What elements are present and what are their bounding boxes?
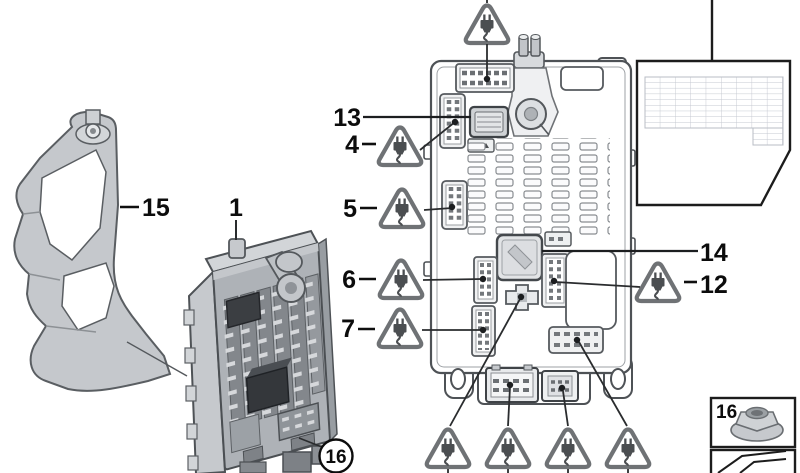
junction-box-fuse-columns — [222, 273, 326, 428]
callout-label-7[interactable]: 7 — [341, 315, 355, 343]
bracket-lower-opening — [61, 262, 115, 331]
bracket-to-box-leader — [126, 341, 188, 377]
bracket-part[interactable] — [13, 109, 172, 392]
callout-label-6[interactable]: 6 — [342, 266, 356, 294]
bracket-edge-lines — [22, 211, 97, 333]
fusebox-top-right-slot — [560, 66, 604, 91]
warning-plug-icon-7 — [379, 310, 421, 348]
callout-7-dot — [479, 326, 487, 334]
junction-box-hook — [264, 250, 306, 303]
warning-plug-icon-bottom-3 — [547, 430, 589, 468]
callout-12-leader — [555, 281, 641, 288]
junction-box-wall-ribs — [183, 309, 199, 471]
nut-callout-leader — [298, 437, 323, 448]
fusebox-relay-small[interactable] — [468, 105, 510, 139]
fuse-assignment-card[interactable] — [635, 59, 792, 207]
fusebox-fuse-field — [466, 138, 610, 235]
warning-plug-icon-top — [466, 6, 508, 44]
legend-nut-box[interactable]: 16 — [709, 396, 797, 449]
direction-arrow-icon — [717, 450, 787, 473]
warning-plug-icon-bottom-1 — [427, 430, 469, 468]
callout-4-leader — [419, 121, 456, 151]
top-callout-dot — [483, 75, 491, 83]
junction-box-lower-left-block — [229, 413, 261, 454]
callout-label-14[interactable]: 14 — [700, 239, 728, 267]
junction-box-dark-block — [245, 366, 290, 414]
bracket-top-tab — [85, 109, 101, 125]
nut-callout-number: 16 — [325, 447, 346, 468]
fusebox-blank-module — [565, 250, 617, 330]
fusebox-tab-right-hole — [610, 368, 626, 390]
junction-box-top-clip — [228, 238, 246, 259]
junction-box-part[interactable] — [183, 229, 338, 473]
card-grid — [644, 76, 784, 129]
bracket-bolt-hole — [90, 128, 96, 134]
flange-nut-icon — [730, 406, 784, 442]
warning-plug-icon-4 — [379, 128, 421, 166]
fusebox-relay-large[interactable] — [495, 233, 544, 282]
warning-plug-icon-bottom-4 — [607, 430, 649, 468]
bottom-callout-1-dot — [517, 293, 525, 301]
junction-box-foot-c — [239, 461, 267, 473]
callout-12-dot — [550, 277, 558, 285]
bottom-callout-4-dot — [573, 336, 581, 344]
legend-direction-box — [709, 448, 797, 473]
junction-box-relay-top-face — [246, 357, 292, 379]
callout-label-15[interactable]: 15 — [142, 194, 170, 222]
callout-label-13[interactable]: 13 — [333, 104, 361, 132]
bottom-callout-2-dot — [506, 381, 514, 389]
card-grid-extension — [752, 127, 784, 146]
fusebox-stud — [513, 34, 545, 69]
bottom-callout-2-leader — [507, 386, 511, 427]
callout-label-5[interactable]: 5 — [343, 195, 357, 223]
callout-6-dot — [479, 275, 487, 283]
bottom-callout-1-leader — [449, 298, 521, 427]
junction-box-front-face — [212, 242, 331, 471]
bracket-upper-opening — [39, 148, 107, 262]
fusebox-part[interactable] — [423, 34, 636, 405]
warning-plug-icon-12 — [637, 264, 679, 302]
callout-label-12[interactable]: 12 — [700, 271, 728, 299]
callout-5-leader — [423, 207, 453, 211]
bottom-callout-4-leader — [578, 341, 628, 427]
warning-plug-icon-bottom-2 — [487, 430, 529, 468]
callout-5-dot — [448, 203, 456, 211]
junction-box-dark-relay — [225, 291, 262, 329]
warning-plug-icon-6 — [380, 261, 422, 299]
fusebox-small-connector-right-of-relay — [544, 231, 572, 247]
callout-label-4[interactable]: 4 — [345, 131, 359, 159]
fusebox-tab-left-hole — [450, 368, 466, 390]
callout-4-dot — [451, 118, 459, 126]
callout-6-leader — [422, 278, 484, 281]
junction-box-foot-a — [282, 451, 312, 473]
fusebox-mast — [507, 67, 559, 137]
bottom-callout-3-dot — [558, 384, 566, 392]
legend-nut-number: 16 — [716, 402, 737, 423]
warning-plug-icon-5 — [381, 190, 423, 228]
nut-callout-circle[interactable]: 16 — [318, 438, 354, 473]
callout-label-1[interactable]: 1 — [229, 194, 243, 222]
fusebox-connector-5[interactable] — [441, 180, 468, 230]
bottom-callout-3-leader — [562, 390, 569, 427]
